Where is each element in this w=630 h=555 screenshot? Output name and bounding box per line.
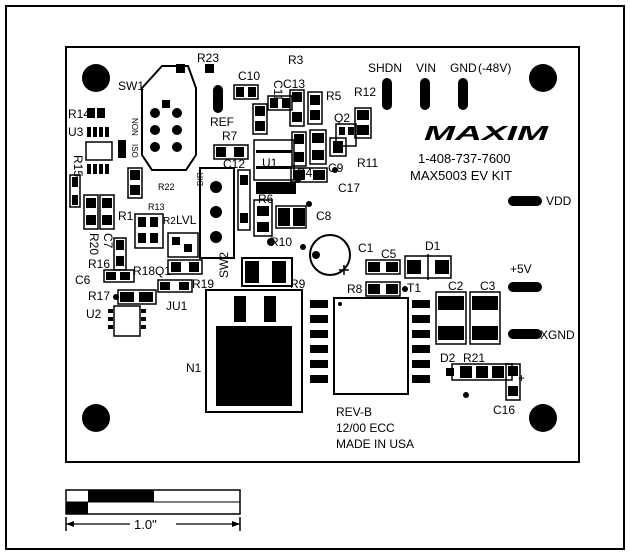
label-c3: C3 [480, 279, 496, 293]
phone-number: 1-408-737-7600 [418, 151, 511, 166]
label-c12: C12 [223, 157, 245, 171]
pads-center-upper [213, 84, 347, 287]
label-r20: R20 [87, 233, 101, 255]
label-c1: C1 [358, 241, 374, 255]
label-r9: R9 [290, 277, 306, 291]
label-c13: C13 [283, 77, 305, 91]
electrolytic-capacitor [309, 234, 351, 276]
date-label: 12/00 ECC [336, 421, 395, 435]
label-plus5v: +5V [510, 262, 532, 276]
label-c17: C17 [338, 181, 360, 195]
label-r15: R15 [71, 155, 85, 177]
label-r22: R22 [158, 182, 175, 192]
label-r8: R8 [347, 282, 363, 296]
drawing-frame [5, 5, 625, 550]
label-r18: R18 [133, 264, 155, 278]
label-r1: R1 [118, 209, 134, 223]
pads-upper-left [69, 108, 203, 337]
label-sw1: SW1 [118, 79, 144, 93]
sw1-switch [141, 64, 214, 171]
label-r14: R14 [68, 107, 90, 121]
label-iso: ISO [130, 144, 139, 158]
label-n1: N1 [186, 361, 202, 375]
label-u1: U1 [262, 156, 278, 170]
label-c9: C9 [328, 161, 344, 175]
label-u2: U2 [86, 307, 102, 321]
n1-component [205, 289, 303, 413]
label-r16: R16 [88, 257, 110, 271]
label-sw2: SW2 [217, 252, 231, 278]
label-q1: Q1 [155, 264, 171, 278]
label-r2: R2 [163, 216, 176, 227]
scale-bar: 1.0" [65, 489, 241, 532]
transformer-t1 [310, 297, 430, 395]
label-r11: R11 [357, 156, 378, 170]
label-plus: + [518, 371, 525, 385]
label-r10: R10 [270, 235, 292, 249]
board-outline [65, 46, 580, 463]
label-c7: C7 [101, 233, 115, 249]
label-r4: R4 [297, 166, 313, 180]
label-d1: D1 [425, 239, 441, 253]
label-c16: C16 [493, 403, 515, 417]
mounting-hole [82, 64, 110, 92]
label-r12: R12 [354, 85, 376, 99]
label-r5: R5 [326, 89, 342, 103]
mounting-hole [82, 404, 110, 432]
pads-d2-area [446, 363, 521, 401]
label-minus48: (-48V) [478, 61, 511, 75]
maxim-logo: MAXIM [424, 123, 550, 145]
label-ju1: JU1 [166, 299, 188, 313]
label-r23: R23 [197, 51, 219, 65]
label-r13: R13 [148, 202, 165, 212]
rev-label: REV-B [336, 405, 372, 419]
label-c11: C11 [271, 80, 285, 101]
scale-label: 1.0" [134, 517, 157, 532]
label-ref: REF [210, 115, 234, 129]
label-d2: D2 [440, 351, 456, 365]
kit-name: MAX5003 EV KIT [410, 168, 512, 183]
label-c10: C10 [238, 69, 260, 83]
label-r7: R7 [222, 129, 238, 143]
made-in-label: MADE IN USA [336, 437, 414, 451]
label-q2: Q2 [334, 111, 350, 125]
label-vin: VIN [416, 61, 436, 75]
label-dir: DIR [196, 172, 205, 186]
label-lvl: LVL [176, 213, 197, 227]
pads-q2-area [335, 107, 372, 147]
label-u3: U3 [68, 125, 84, 139]
label-r3: R3 [288, 53, 304, 67]
label-r21: R21 [463, 351, 485, 365]
label-xgnd: XGND [540, 328, 575, 342]
label-non: NON [130, 118, 139, 136]
silkscreen-labels: R23 SW1 NON ISO R14 U3 R15 R13 R22 R1 R2… [68, 51, 575, 451]
mounting-hole [529, 404, 557, 432]
label-r6: R6 [258, 192, 274, 206]
label-c6: C6 [75, 273, 91, 287]
label-c2: C2 [448, 279, 464, 293]
header-posts [382, 78, 542, 339]
label-c5: C5 [381, 247, 397, 261]
pads-right-middle [365, 254, 501, 345]
label-vdd: VDD [546, 194, 572, 208]
label-c8: C8 [316, 209, 332, 223]
sw2-switch [199, 167, 251, 259]
label-r19: R19 [192, 277, 214, 291]
label-gnd: GND [450, 61, 477, 75]
label-r17: R17 [88, 289, 110, 303]
label-t1: T1 [407, 281, 421, 295]
label-shdn: SHDN [368, 61, 402, 75]
mounting-hole [529, 64, 557, 92]
